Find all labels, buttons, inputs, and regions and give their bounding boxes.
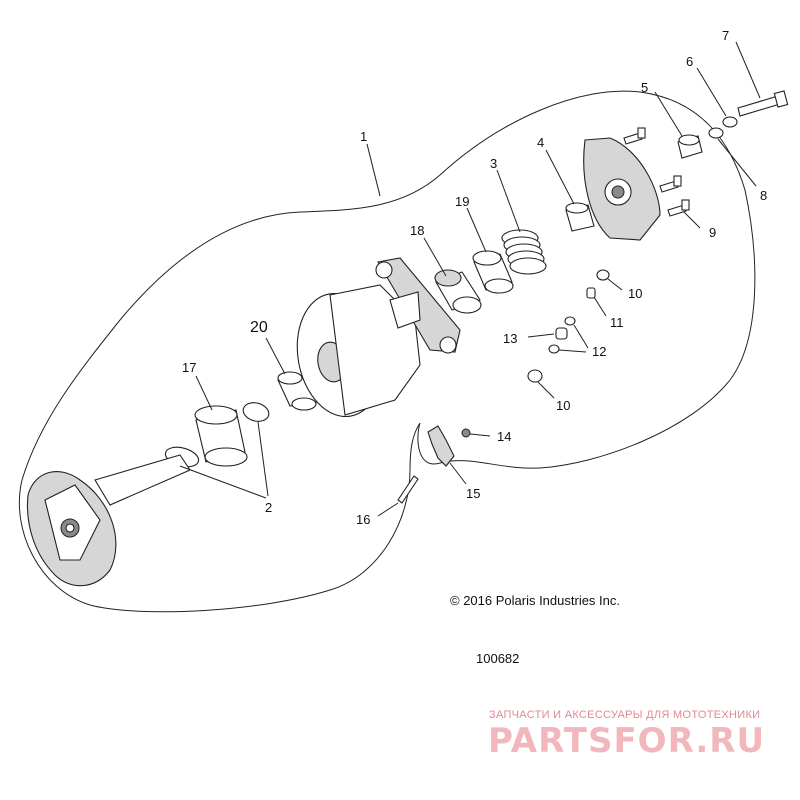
leader-2a — [179, 465, 267, 499]
callout-19: 19 — [455, 194, 469, 209]
callout-6: 6 — [686, 54, 693, 69]
leader-4 — [545, 149, 575, 205]
leader-11 — [593, 296, 607, 317]
bolt-7 — [737, 90, 789, 117]
callout-17: 17 — [182, 360, 196, 375]
callout-18: 18 — [410, 223, 424, 238]
callout-5: 5 — [641, 80, 648, 95]
bushing-19 — [472, 250, 514, 294]
callout-4: 4 — [537, 135, 544, 150]
pin-16 — [397, 475, 419, 504]
callout-16: 16 — [356, 512, 370, 527]
leader-8 — [717, 138, 757, 187]
assembly-outline — [18, 90, 756, 613]
pin-11 — [586, 287, 596, 299]
callout-8: 8 — [760, 188, 767, 203]
callout-20: 20 — [250, 319, 268, 336]
leader-12a — [573, 324, 589, 349]
washer-6 — [722, 116, 738, 128]
copyright-text: © 2016 Polaris Industries Inc. — [450, 593, 620, 608]
leader-6 — [696, 67, 727, 117]
callout-12: 12 — [592, 344, 606, 359]
callout-13: 13 — [503, 331, 517, 346]
leader-2b — [257, 421, 269, 497]
spacer-5 — [677, 134, 703, 159]
bolt-upper — [623, 127, 646, 145]
leader-19 — [466, 207, 487, 253]
nut-14 — [461, 428, 471, 438]
callout-15: 15 — [466, 486, 480, 501]
roller-13 — [555, 327, 568, 340]
washer-12-upper — [564, 316, 576, 326]
callout-10-lower: 10 — [556, 398, 570, 413]
callout-1: 1 — [360, 129, 367, 144]
cover — [583, 137, 661, 241]
leader-3 — [496, 169, 521, 233]
leader-13 — [527, 333, 555, 338]
leader-20 — [265, 337, 286, 375]
leader-1 — [366, 143, 381, 197]
leader-7 — [735, 41, 761, 99]
watermark-brand: PARTSFOR.RU — [488, 721, 765, 761]
roller-10-upper — [596, 269, 610, 281]
leader-10b — [537, 381, 555, 399]
bushing-17 — [194, 405, 248, 467]
spring-3 — [501, 229, 547, 275]
ring-2-right — [242, 402, 270, 422]
washer-8 — [708, 127, 724, 139]
callout-2: 2 — [265, 500, 272, 515]
callout-11: 11 — [610, 315, 624, 330]
fixed-sheave — [26, 454, 191, 587]
callout-7: 7 — [722, 28, 729, 43]
leader-17 — [195, 375, 213, 411]
watermark-tagline: ЗАПЧАСТИ И АКСЕССУАРЫ ДЛЯ МОТОТЕХНИКИ — [489, 709, 760, 721]
leader-16 — [377, 502, 399, 517]
bolt-9 — [667, 199, 690, 217]
leader-15 — [449, 462, 467, 485]
callout-3: 3 — [490, 156, 497, 171]
callout-14: 14 — [497, 429, 511, 444]
leader-14 — [469, 433, 491, 437]
callout-9: 9 — [709, 225, 716, 240]
movable-sheave — [296, 257, 461, 418]
leader-9 — [683, 211, 701, 229]
leader-10a — [607, 278, 623, 291]
leader-5 — [654, 91, 683, 137]
bushing-4 — [565, 202, 595, 232]
roller-10-lower — [527, 369, 543, 383]
washer-12-lower — [548, 344, 560, 354]
callout-10-upper: 10 — [628, 286, 642, 301]
leader-12b — [558, 349, 587, 353]
leader-18 — [423, 237, 447, 277]
diagram-number: 100682 — [476, 651, 519, 666]
weight-15 — [427, 425, 455, 467]
bearing-18 — [434, 269, 482, 314]
bolt-middle — [659, 175, 682, 193]
